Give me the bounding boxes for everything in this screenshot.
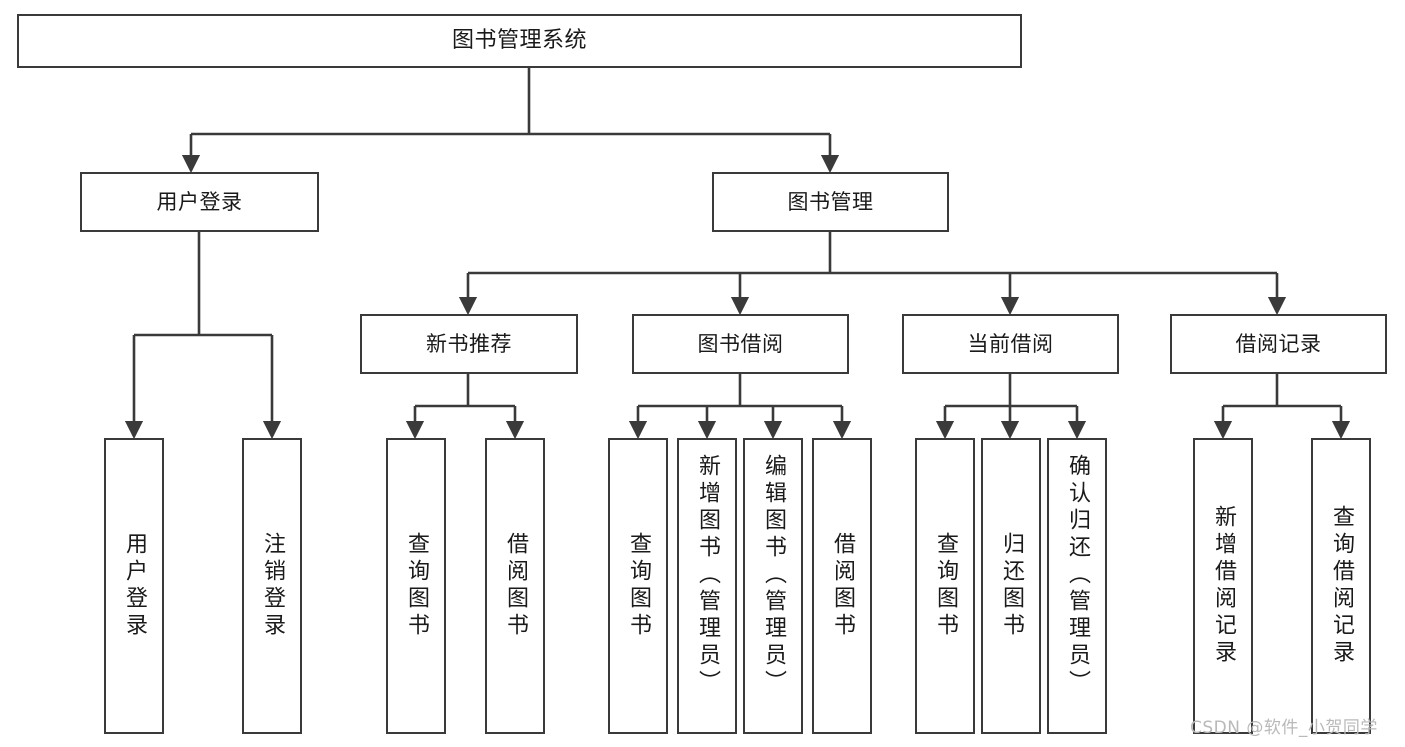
- node-new-book-recommendation[interactable]: 新书推荐: [360, 314, 578, 374]
- node-label: 借阅图书: [830, 532, 855, 640]
- node-label: 新书推荐: [426, 331, 512, 356]
- node-label: 用户登录: [156, 189, 243, 214]
- node-label: 图书借阅: [697, 331, 784, 356]
- node-book-management[interactable]: 图书管理: [712, 172, 949, 232]
- node-label: 当前借阅: [967, 331, 1054, 356]
- node-user-login[interactable]: 用户登录: [80, 172, 319, 232]
- node-label: 编辑图书（管理员）: [761, 454, 786, 697]
- node-root-book-management-system[interactable]: 图书管理系统: [17, 14, 1022, 68]
- leaf-query-borrow-record[interactable]: 查询借阅记录: [1311, 438, 1371, 734]
- node-label: 查询图书: [404, 532, 429, 640]
- node-label: 归还图书: [999, 532, 1024, 640]
- node-label: 查询图书: [626, 532, 651, 640]
- leaf-add-book-admin[interactable]: 新增图书（管理员）: [677, 438, 737, 734]
- leaf-logout[interactable]: 注销登录: [242, 438, 302, 734]
- node-label: 新增借阅记录: [1211, 505, 1236, 667]
- leaf-edit-book-admin[interactable]: 编辑图书（管理员）: [743, 438, 803, 734]
- csdn-watermark: CSDN @软件_小贺同学: [1190, 718, 1378, 738]
- leaf-query-books-current[interactable]: 查询图书: [915, 438, 975, 734]
- node-label: 查询图书: [933, 532, 958, 640]
- leaf-query-books-recommend[interactable]: 查询图书: [386, 438, 446, 734]
- node-book-borrowing[interactable]: 图书借阅: [632, 314, 849, 374]
- node-label: 查询借阅记录: [1329, 505, 1354, 667]
- node-borrowing-records[interactable]: 借阅记录: [1170, 314, 1387, 374]
- node-label: 图书管理: [787, 189, 874, 214]
- leaf-query-books-borrow[interactable]: 查询图书: [608, 438, 668, 734]
- node-label: 用户登录: [122, 532, 147, 640]
- node-label: 注销登录: [260, 532, 285, 640]
- leaf-borrow-books-recommend[interactable]: 借阅图书: [485, 438, 545, 734]
- node-label: 借阅图书: [503, 532, 528, 640]
- node-label: 新增图书（管理员）: [695, 454, 720, 697]
- node-label: 确认归还（管理员）: [1065, 454, 1090, 697]
- node-label: 借阅记录: [1235, 331, 1322, 356]
- leaf-add-borrow-record[interactable]: 新增借阅记录: [1193, 438, 1253, 734]
- leaf-user-login[interactable]: 用户登录: [104, 438, 164, 734]
- leaf-return-books[interactable]: 归还图书: [981, 438, 1041, 734]
- leaf-confirm-return-admin[interactable]: 确认归还（管理员）: [1047, 438, 1107, 734]
- node-label: 图书管理系统: [451, 28, 587, 54]
- leaf-borrow-books[interactable]: 借阅图书: [812, 438, 872, 734]
- node-current-borrowing[interactable]: 当前借阅: [902, 314, 1119, 374]
